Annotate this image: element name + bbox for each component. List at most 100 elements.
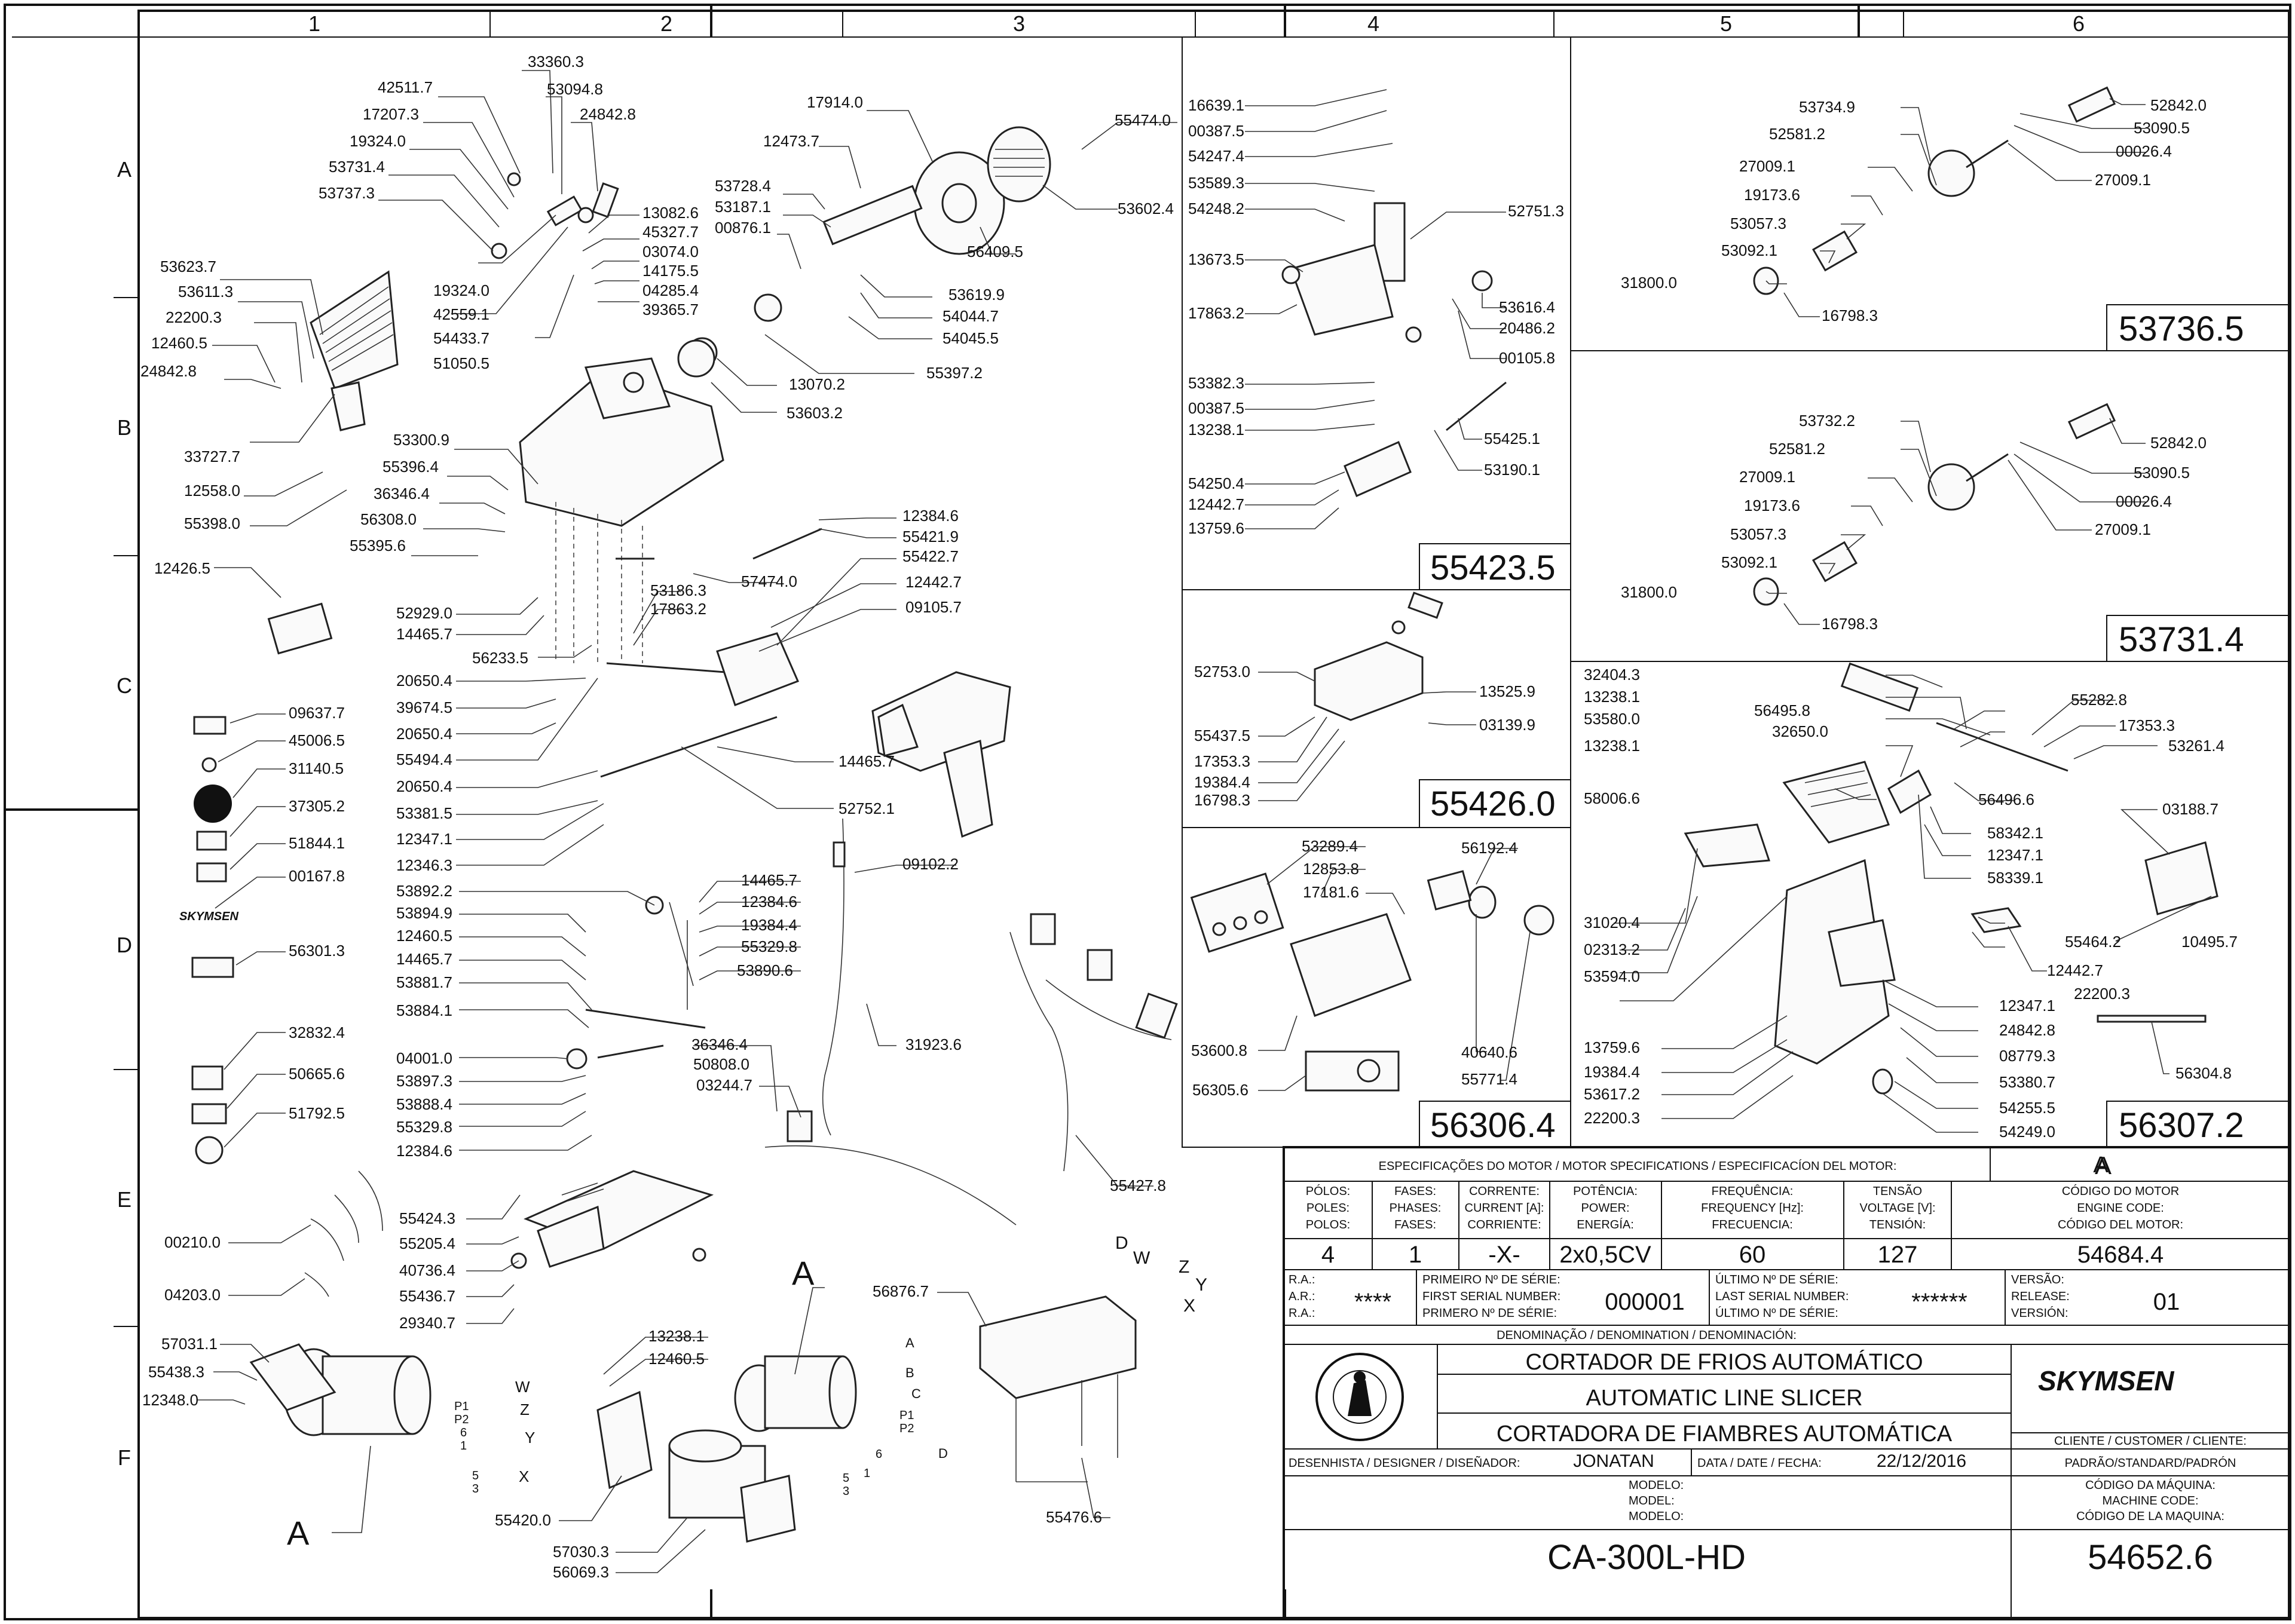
- value-voltage: 127: [1878, 1242, 1918, 1268]
- part-label: 52842.0: [2150, 96, 2207, 114]
- wire-letter: 6: [876, 1448, 882, 1461]
- part-label: 12347.1: [1999, 997, 2055, 1015]
- part-label: 03074.0: [642, 243, 699, 261]
- part-label: 56305.6: [1192, 1081, 1249, 1099]
- part-label: 19173.6: [1744, 186, 1800, 204]
- part-label: 09102.2: [902, 855, 959, 873]
- wire-letter: Z: [1179, 1257, 1189, 1277]
- part-label: 03188.7: [2162, 800, 2218, 818]
- part-label: 12460.5: [151, 334, 207, 352]
- part-label: 19384.4: [1584, 1063, 1640, 1081]
- part-label: 56308.0: [360, 510, 417, 528]
- row-label: E: [117, 1187, 131, 1212]
- part-label: 53580.0: [1584, 710, 1640, 728]
- model-label: MODELO:: [1629, 1479, 1684, 1492]
- authorized-service-seal: [1315, 1353, 1404, 1441]
- wire-letter: Y: [1195, 1275, 1207, 1295]
- part-label: 12460.5: [648, 1350, 705, 1368]
- part-label: 39365.7: [642, 301, 699, 318]
- part-label: 12442.7: [2047, 961, 2103, 979]
- motor-letters: A A A D W Z Y X W Z Y X P1 P2 6 1 5 3 A …: [287, 1151, 2112, 1552]
- part-label: 55436.7: [399, 1287, 455, 1305]
- part-label: 09105.7: [905, 598, 962, 616]
- part-label: 53623.7: [160, 258, 216, 275]
- sharpener-sketch: [491, 172, 619, 259]
- part-label: 52752.1: [839, 799, 895, 817]
- machine-code-label: CÓDIGO DA MÁQUINA:: [2085, 1478, 2216, 1492]
- part-label: 50808.0: [693, 1055, 749, 1073]
- ra-label: R.A.:: [1289, 1307, 1315, 1320]
- part-label: 31923.6: [905, 1035, 962, 1053]
- blade-sketch: [677, 126, 1051, 378]
- part-label: 14175.5: [642, 262, 699, 280]
- part-label: 20650.4: [396, 777, 452, 795]
- part-label: 39674.5: [396, 698, 452, 716]
- part-label: 27009.1: [1739, 157, 1795, 175]
- part-label: 04001.0: [396, 1049, 452, 1067]
- part-label: 55425.1: [1484, 430, 1540, 448]
- part-label: 31020.4: [1584, 914, 1640, 931]
- part-label: 00026.4: [2116, 142, 2172, 160]
- serial-section: R.A.: A.R.: R.A.: **** PRIMEIRO Nº DE SÉ…: [1289, 1272, 2180, 1320]
- part-label: 54045.5: [943, 329, 999, 347]
- wire-letter: P1: [899, 1409, 914, 1422]
- part-label: 51844.1: [289, 834, 345, 852]
- part-label: 17207.3: [363, 105, 419, 123]
- part-label: 16798.3: [1194, 791, 1250, 809]
- designer-label: DESENHISTA / DESIGNER / DISEÑADOR:: [1289, 1456, 1520, 1470]
- motor-spec-title: ESPECIFICAÇÕES DO MOTOR / MOTOR SPECIFIC…: [1379, 1159, 1897, 1173]
- part-label: 19384.4: [741, 916, 797, 934]
- part-label: 53092.1: [1721, 553, 1777, 571]
- part-label: 17863.2: [1188, 304, 1244, 322]
- part-label: 13238.1: [1584, 688, 1640, 706]
- part-label: 22200.3: [1584, 1109, 1640, 1127]
- part-label: 57030.3: [553, 1543, 609, 1561]
- part-label: 14465.7: [839, 752, 895, 770]
- wire-letter: X: [1183, 1296, 1195, 1316]
- wire-letter: 5: [843, 1472, 849, 1485]
- header-power: POWER:: [1581, 1202, 1629, 1215]
- part-label: 22200.3: [166, 308, 222, 326]
- part-label: 50665.6: [289, 1065, 345, 1083]
- part-label: 53594.0: [1584, 967, 1640, 985]
- part-label: 58342.1: [1987, 824, 2043, 842]
- leader-lines: [197, 70, 2212, 1573]
- last-serial-label: ÚLTIMO Nº DE SÉRIE:: [1715, 1306, 1838, 1320]
- connector-sketch: [787, 841, 1178, 1142]
- wire-letter: 3: [843, 1485, 849, 1498]
- part-label: 12426.5: [154, 559, 210, 577]
- first-serial-label: PRIMERO Nº DE SÉRIE:: [1422, 1306, 1557, 1320]
- part-label: 16798.3: [1822, 307, 1878, 324]
- part-label: 40736.4: [399, 1261, 455, 1279]
- wire-letter: 1: [864, 1467, 870, 1480]
- motor-letter-a: A: [2093, 1153, 2109, 1178]
- motor-spec-section: ESPECIFICAÇÕES DO MOTOR / MOTOR SPECIFIC…: [1306, 1153, 2183, 1268]
- part-label: 56301.3: [289, 942, 345, 960]
- subassembly-number: 56306.4: [1430, 1106, 1556, 1145]
- part-label: 53057.3: [1730, 525, 1786, 543]
- sub-56306-sketch: [1190, 870, 1555, 1092]
- header-voltage: VOLTAGE [V]:: [1859, 1202, 1935, 1215]
- part-label: 54255.5: [1999, 1099, 2055, 1117]
- product-name-pt: CORTADOR DE FRIOS AUTOMÁTICO: [1525, 1349, 1923, 1375]
- part-label: 19324.0: [433, 281, 489, 299]
- part-label: 16798.3: [1822, 615, 1878, 633]
- part-label: 03244.7: [696, 1076, 752, 1094]
- row-label: A: [117, 157, 131, 182]
- part-label: 00876.1: [715, 219, 771, 237]
- part-label: 53186.3: [650, 581, 706, 599]
- part-label: 52842.0: [2150, 434, 2207, 452]
- part-label: 40640.6: [1461, 1043, 1517, 1061]
- header-power: POTÊNCIA:: [1573, 1184, 1638, 1198]
- part-label: 53057.3: [1730, 215, 1786, 232]
- version-label: RELEASE:: [2011, 1290, 2070, 1303]
- part-label: 08779.3: [1999, 1047, 2055, 1065]
- part-label: 53731.4: [329, 158, 385, 176]
- part-label: 55771.4: [1461, 1070, 1517, 1088]
- part-label: 12347.1: [396, 830, 452, 848]
- first-serial-label: FIRST SERIAL NUMBER:: [1422, 1290, 1560, 1303]
- header-phases: FASES:: [1394, 1218, 1436, 1231]
- part-label: 53090.5: [2134, 464, 2190, 482]
- part-label: 51050.5: [433, 354, 489, 372]
- part-label: 27009.1: [1739, 468, 1795, 486]
